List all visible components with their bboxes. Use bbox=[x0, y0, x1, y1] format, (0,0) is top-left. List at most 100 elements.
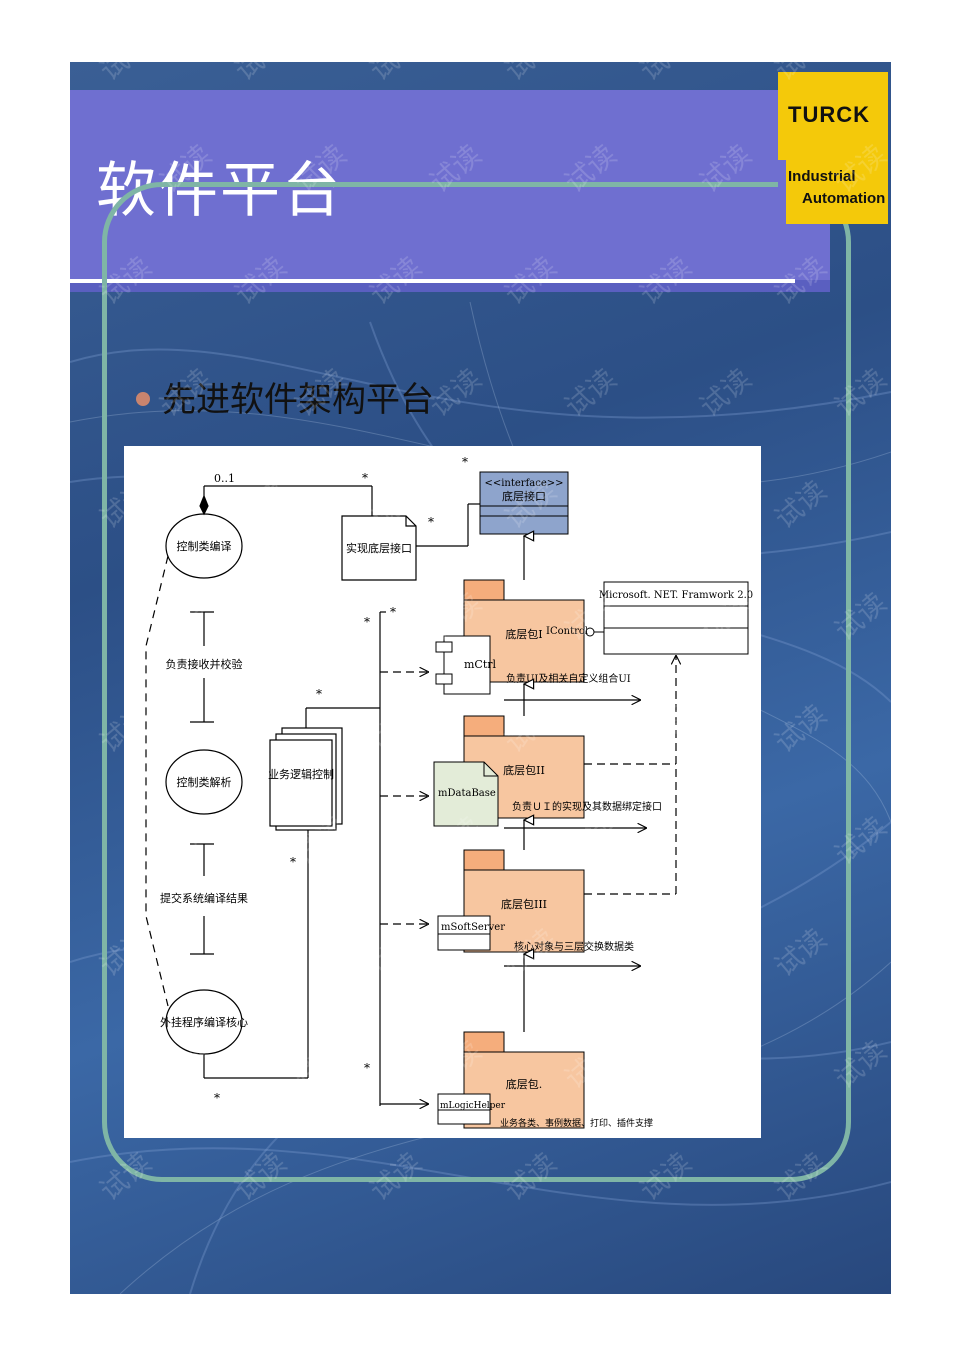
logo-line-industrial: Industrial bbox=[788, 168, 856, 185]
watermark-text: 试读 bbox=[228, 698, 292, 759]
watermark-text: 试读 bbox=[228, 474, 292, 535]
watermark-text: 试读 bbox=[93, 250, 157, 311]
multiplicity-range: 0..1 bbox=[214, 472, 235, 485]
package-1-label: 底层包I bbox=[505, 627, 542, 641]
package-1-port: IControl bbox=[546, 626, 588, 637]
watermark-text: 试读 bbox=[363, 1146, 427, 1207]
framework-dependencies bbox=[584, 656, 676, 895]
framework-label: Microsoft. NET. Framwork 2.0 bbox=[599, 590, 753, 601]
turck-logo: TURCK Industrial Automation bbox=[778, 72, 888, 224]
multiplicity-bus-2: * bbox=[364, 615, 370, 629]
watermark-text: 试读 bbox=[693, 138, 757, 199]
package-3-member: mSoftServer bbox=[441, 922, 505, 933]
framework-class bbox=[603, 581, 749, 655]
package-3-desc: 核心对象与三层交换数据类 bbox=[514, 940, 634, 953]
architecture-diagram: 控制类编译 负责接收并校验 控制类解析 提交系统编译结果 外挂程序编译核心 0.… bbox=[124, 446, 761, 1138]
watermark-text: 试读 bbox=[693, 810, 757, 871]
node-parse bbox=[165, 749, 243, 815]
watermark-text: 试读 bbox=[423, 810, 487, 871]
watermark-text: 试读 bbox=[363, 250, 427, 311]
watermark-text: 试读 bbox=[423, 1034, 487, 1095]
multiplicity-interface: * bbox=[462, 455, 468, 469]
watermark-text: 试读 bbox=[363, 922, 427, 983]
watermark-text: 试读 bbox=[153, 362, 217, 423]
watermark-text: 试读 bbox=[363, 62, 427, 87]
watermark-text: 试读 bbox=[498, 250, 562, 311]
interface-class bbox=[479, 471, 569, 535]
multiplicity-bus-3: * bbox=[364, 1061, 370, 1075]
watermark-text: 试读 bbox=[768, 698, 832, 759]
title-band-shadow bbox=[70, 280, 830, 292]
watermark-text: 试读 bbox=[768, 474, 832, 535]
package-2-desc: 负责ＵＩ的实现及其数据绑定接口 bbox=[512, 800, 662, 813]
watermark-text: 试读 bbox=[768, 250, 832, 311]
multiplicity-business-top: * bbox=[316, 687, 322, 701]
package-4-member: mLogicHelper bbox=[440, 1101, 506, 1111]
business-logic-stack bbox=[269, 707, 380, 831]
multiplicity-core: * bbox=[214, 1091, 220, 1105]
label-compile: 控制类编译 bbox=[177, 539, 232, 553]
watermark-text: 试读 bbox=[828, 138, 891, 199]
watermark-text: 试读 bbox=[228, 62, 292, 87]
watermark-text: 试读 bbox=[633, 922, 697, 983]
logo-line-automation: Automation bbox=[802, 190, 886, 207]
watermark-text: 试读 bbox=[498, 62, 562, 87]
watermark-text: 试读 bbox=[633, 1146, 697, 1207]
package-2 bbox=[433, 715, 585, 827]
watermark-text: 试读 bbox=[558, 1034, 622, 1095]
watermark-text: 试读 bbox=[363, 698, 427, 759]
label-impl-interface: 实现底层接口 bbox=[346, 541, 412, 555]
watermark-text: 试读 bbox=[828, 1034, 891, 1095]
multiplicity-note-top: * bbox=[362, 471, 368, 485]
multiplicity-note-right: * bbox=[428, 515, 434, 529]
left-flow bbox=[145, 485, 373, 1079]
label-business-logic: 业务逻辑控制 bbox=[268, 767, 334, 781]
watermark-text: 试读 bbox=[93, 1146, 157, 1207]
package-1-desc: 负责UI及相关自定义组合UI bbox=[506, 672, 631, 685]
watermark-text: 试读 bbox=[288, 810, 352, 871]
watermark-text: 试读 bbox=[768, 922, 832, 983]
watermark-text: 试读 bbox=[558, 362, 622, 423]
watermark-text: 试读 bbox=[768, 1146, 832, 1207]
watermark-text: 试读 bbox=[558, 138, 622, 199]
watermark-text: 试读 bbox=[288, 586, 352, 647]
package-2-label: 底层包II bbox=[503, 763, 545, 777]
interface-name: 底层接口 bbox=[502, 489, 546, 503]
watermark-text: 试读 bbox=[93, 698, 157, 759]
package-4-desc: 业务各类、事例数据、打印、插件支撑 bbox=[500, 1117, 653, 1129]
watermark-text: 试读 bbox=[288, 138, 352, 199]
package-3 bbox=[437, 849, 585, 953]
title-divider bbox=[70, 279, 795, 283]
watermark-text: 试读 bbox=[228, 922, 292, 983]
watermark-text: 试读 bbox=[423, 138, 487, 199]
watermark-text: 试读 bbox=[423, 362, 487, 423]
watermark-text: 试读 bbox=[633, 474, 697, 535]
watermark-text: 试读 bbox=[498, 922, 562, 983]
watermark-text: 试读 bbox=[288, 1034, 352, 1095]
watermark-text: 试读 bbox=[153, 1034, 217, 1095]
watermark-text: 试读 bbox=[498, 1146, 562, 1207]
package-1 bbox=[435, 579, 604, 695]
watermark-text: 试读 bbox=[228, 1146, 292, 1207]
label-core: 外挂程序编译核心 bbox=[160, 1015, 248, 1029]
watermark-text: 试读 bbox=[633, 62, 697, 87]
watermark-text: 试读 bbox=[828, 586, 891, 647]
watermark-text: 试读 bbox=[828, 362, 891, 423]
logo-notch bbox=[778, 160, 786, 224]
package-1-member: mCtrl bbox=[464, 658, 497, 671]
package-4-label: 底层包. bbox=[506, 1077, 543, 1091]
watermark-text: 试读 bbox=[693, 586, 757, 647]
watermark-text: 试读 bbox=[498, 698, 562, 759]
label-parse: 控制类解析 bbox=[177, 775, 232, 789]
interface-stereotype: <<interface>> bbox=[484, 478, 563, 489]
watermark-text: 试读 bbox=[558, 586, 622, 647]
multiplicity-bus-1: * bbox=[390, 605, 396, 619]
package-2-member: mDataBase bbox=[438, 788, 496, 799]
label-validate: 负责接收并校验 bbox=[166, 657, 243, 671]
multiplicity-business-bottom: * bbox=[290, 855, 296, 869]
logo-brand: TURCK bbox=[788, 102, 870, 127]
package-4 bbox=[437, 1031, 585, 1129]
watermark-text: 试读 bbox=[828, 810, 891, 871]
impl-interface-note bbox=[341, 503, 480, 581]
watermark-text: 试读 bbox=[633, 698, 697, 759]
